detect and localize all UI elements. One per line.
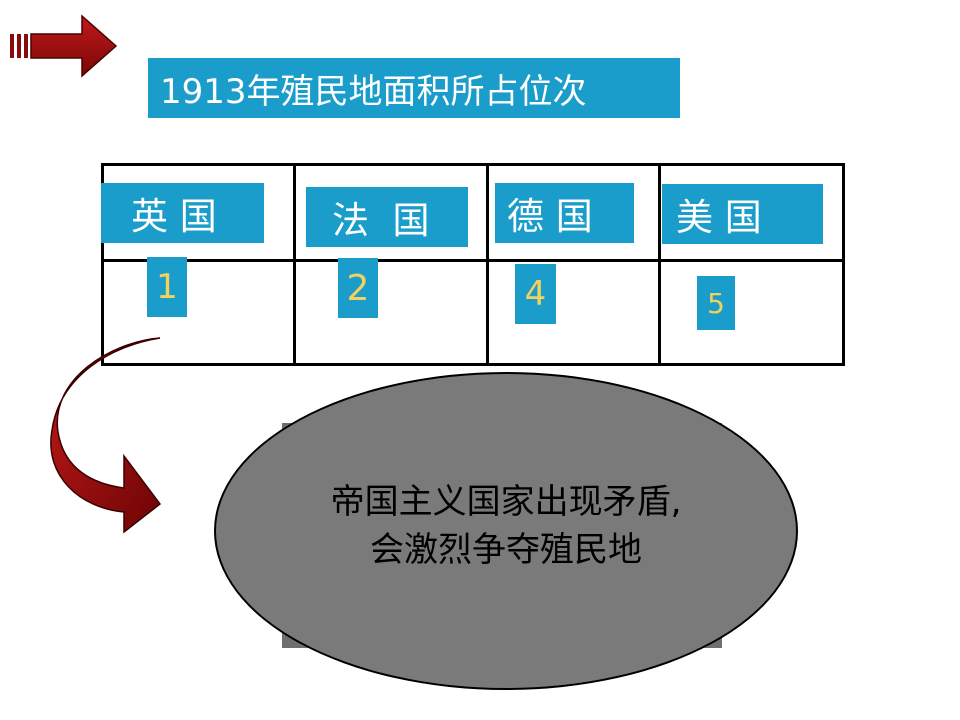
- rank-value-uk: 1: [147, 257, 187, 317]
- country-label-uk: 英 国: [101, 183, 264, 243]
- rank-value-usa: 5: [697, 276, 735, 330]
- country-label-germany: 德 国: [495, 183, 634, 243]
- rank-value-france: 2: [338, 258, 378, 318]
- conclusion-ellipse: [214, 372, 798, 690]
- table-divider: [658, 163, 661, 366]
- conclusion-line-2: 会激烈争夺殖民地: [370, 530, 642, 570]
- conclusion-line-1: 帝国主义国家出现矛盾,: [330, 482, 682, 522]
- curved-arrow-icon: [50, 337, 162, 534]
- rank-value-germany: 4: [515, 264, 556, 324]
- conclusion-text: 帝国主义国家出现矛盾, 会激烈争夺殖民地: [214, 478, 798, 574]
- country-label-usa: 美 国: [662, 184, 823, 244]
- table-divider: [101, 259, 845, 262]
- table-divider: [486, 163, 489, 366]
- table-divider: [293, 163, 296, 366]
- right-arrow-icon: [10, 14, 118, 78]
- country-label-france: 法 国: [306, 187, 468, 247]
- page-title: 1913年殖民地面积所占位次: [148, 58, 680, 118]
